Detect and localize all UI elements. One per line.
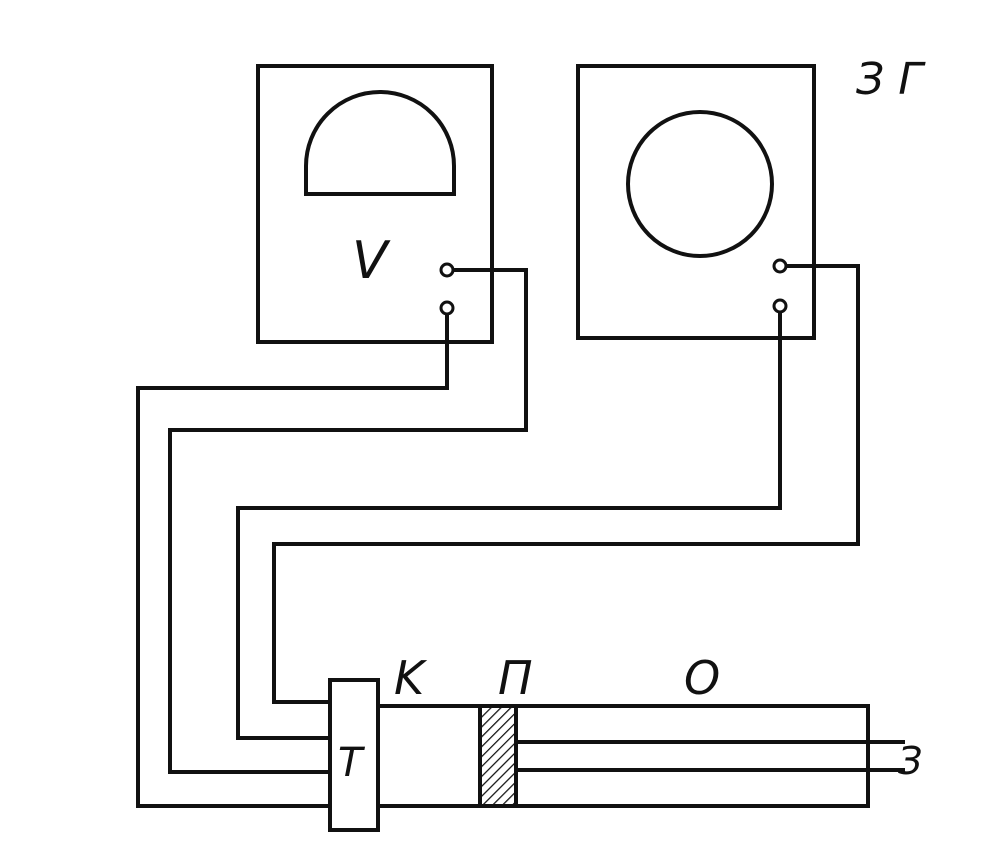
generator-box [576, 64, 816, 340]
generator-terminal-bottom [772, 298, 788, 314]
end-mark-label: З [898, 739, 922, 783]
voltmeter-label: V [352, 231, 391, 291]
generator-screen [626, 110, 774, 258]
wire-2 [168, 268, 528, 774]
voltmeter-dial [304, 90, 456, 196]
generator-label: З Г [856, 54, 926, 105]
transducer-block [328, 678, 380, 832]
voltmeter-terminal-top [439, 262, 455, 278]
chamber-label: K [394, 651, 428, 705]
transducer-label: T [338, 740, 366, 786]
sample-layer [478, 704, 518, 808]
wire-3 [236, 312, 782, 740]
voltmeter-terminal-bottom [439, 300, 455, 316]
generator-terminal-top [772, 258, 788, 274]
voltmeter-box [256, 64, 494, 344]
wire-1 [136, 314, 449, 808]
rod-label: O [684, 651, 720, 705]
tube-body [378, 704, 870, 808]
wire-4 [272, 264, 860, 704]
sample-label: П [498, 651, 533, 705]
